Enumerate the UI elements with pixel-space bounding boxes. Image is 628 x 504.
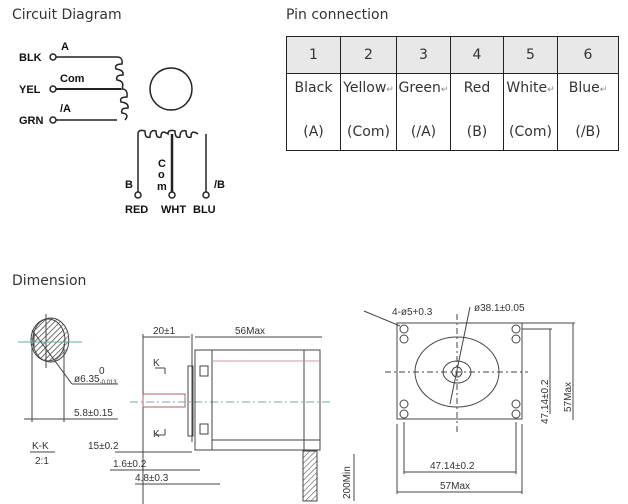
wire-label-grn: GRN bbox=[19, 115, 44, 127]
dimension-title: Dimension bbox=[12, 273, 87, 289]
section-mark-bottom: K bbox=[153, 429, 160, 440]
pin-signal: (Com) bbox=[509, 124, 552, 140]
rotor bbox=[149, 67, 193, 111]
pin-signal: (Com) bbox=[347, 124, 390, 140]
return-mark-icon: ↵ bbox=[386, 85, 394, 95]
signal-label-b: B bbox=[125, 179, 133, 191]
pin-number-5: 5 bbox=[503, 36, 558, 74]
shaft-tol-upper: 0 bbox=[99, 366, 105, 377]
size-h-label: 57Max bbox=[440, 481, 470, 492]
flat-length-label: 15±0.2 bbox=[88, 441, 119, 452]
lead-wires bbox=[302, 450, 318, 502]
coil-b bbox=[137, 129, 199, 139]
pin-number-1: 1 bbox=[286, 36, 341, 74]
blu-terminal bbox=[202, 191, 210, 199]
signal-label-not-a: /A bbox=[60, 103, 71, 115]
shaft-diameter-label: ø6.35-0.013 bbox=[74, 374, 117, 386]
pin-cell-3: Green↵ (/A) bbox=[396, 73, 451, 151]
motor-side-view bbox=[110, 334, 330, 504]
pin-signal: (A) bbox=[303, 124, 324, 140]
com-letter-o: o bbox=[158, 169, 165, 181]
wire-label-blk: BLK bbox=[19, 52, 42, 64]
wht-terminal bbox=[168, 191, 176, 199]
section-mark-top: K bbox=[153, 358, 160, 369]
com-letter-m: m bbox=[157, 181, 167, 193]
wire-label-red: RED bbox=[125, 204, 148, 216]
wire-label-yel: YEL bbox=[19, 84, 41, 96]
pin-cell-1: Black (A) bbox=[286, 73, 341, 151]
com-letter-c: C bbox=[158, 158, 166, 170]
coil-a bbox=[114, 56, 129, 121]
pin-color: White bbox=[506, 80, 548, 96]
body-length-label: 56Max bbox=[235, 326, 265, 337]
pin-cell-4: Red (B) bbox=[450, 73, 504, 151]
pin-color: Green bbox=[398, 80, 441, 96]
motor-front-view bbox=[363, 306, 575, 494]
dimension-drawing: ø6.35-0.013 0 5.8±0.15 K-K 2:1 20±1 56Ma… bbox=[18, 303, 575, 504]
pin-number-3: 3 bbox=[396, 36, 451, 74]
table-row: Black(A) Yellow↵(Com) Green↵(/A) Red(B) … bbox=[286, 73, 619, 151]
wire-label-wht: WHT bbox=[161, 204, 186, 216]
pin-cell-2: Yellow↵ (Com) bbox=[340, 73, 397, 151]
section-scale: 2:1 bbox=[35, 456, 49, 467]
pin-color: Yellow bbox=[343, 80, 387, 96]
circuit-diagram: BLK A YEL Com GRN /A B C o m /B RED WHT … bbox=[19, 41, 225, 216]
flange-thickness-label: 4.8±0.3 bbox=[135, 473, 169, 484]
pin-number-4: 4 bbox=[450, 36, 504, 74]
signal-label-com-a: Com bbox=[60, 73, 85, 85]
pin-cell-5: White↵ (Com) bbox=[503, 73, 558, 151]
wire-label-blu: BLU bbox=[193, 204, 216, 216]
pin-signal: (/A) bbox=[410, 124, 437, 140]
return-mark-icon: ↵ bbox=[547, 85, 555, 95]
signal-label-not-b: /B bbox=[214, 179, 225, 191]
pin-cell-6: Blue↵ (/B) bbox=[557, 73, 619, 151]
table-header-row: 1 2 3 4 5 6 bbox=[286, 36, 619, 74]
hole-spacing-h-label: 47.14±0.2 bbox=[430, 461, 475, 472]
pin-number-2: 2 bbox=[340, 36, 397, 74]
signal-label-a: A bbox=[61, 41, 69, 53]
mount-holes-label: 4-ø5+0.3 bbox=[392, 307, 433, 318]
pilot-diameter-label: ø38.1±0.05 bbox=[474, 303, 525, 314]
shaft-length-label: 20±1 bbox=[153, 326, 176, 337]
circuit-diagram-title: Circuit Diagram bbox=[12, 7, 122, 23]
flat-dim-label: 5.8±0.15 bbox=[74, 408, 113, 419]
return-mark-icon: ↵ bbox=[599, 85, 608, 95]
pin-signal: (/B) bbox=[575, 124, 601, 140]
boss-length-label: 1.6±0.2 bbox=[113, 459, 147, 470]
pin-connection-title: Pin connection bbox=[286, 7, 389, 23]
pin-number-6: 6 bbox=[557, 36, 619, 74]
return-mark-icon: ↵ bbox=[440, 85, 449, 95]
pin-signal: (B) bbox=[466, 124, 488, 140]
pin-color: Red bbox=[463, 80, 491, 96]
lead-length-label: 200Min bbox=[342, 466, 353, 499]
red-terminal bbox=[134, 191, 142, 199]
yel-terminal bbox=[49, 85, 57, 93]
section-label: K-K bbox=[32, 441, 49, 452]
pin-color: Black bbox=[294, 80, 333, 96]
size-v-label: 57Max bbox=[563, 382, 574, 412]
hole-spacing-v-label: 47.14±0.2 bbox=[540, 379, 551, 424]
shaft-section-view bbox=[18, 314, 118, 453]
pin-color: Blue bbox=[568, 80, 600, 96]
blk-terminal bbox=[49, 53, 57, 61]
grn-terminal bbox=[49, 116, 57, 124]
pin-connection-table: 1 2 3 4 5 6 Black(A) Yellow↵(Com) Green↵… bbox=[286, 36, 619, 151]
